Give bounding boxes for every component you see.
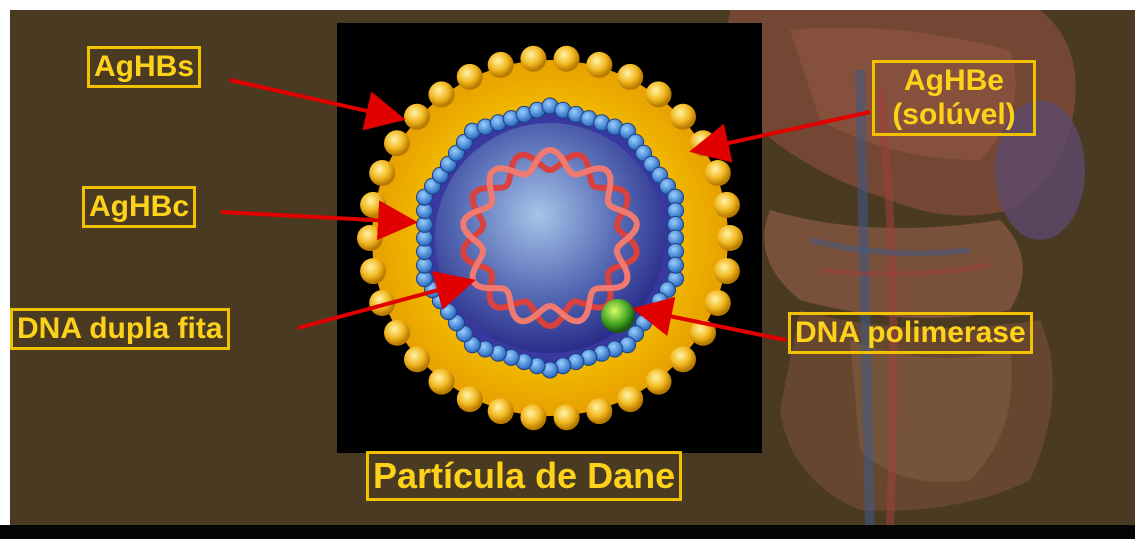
aghbs-sphere (429, 81, 455, 107)
aghbs-sphere (670, 346, 696, 372)
label-aghbe-line2: (solúvel) (879, 98, 1029, 132)
aghbs-sphere (357, 225, 383, 251)
aghbs-sphere (520, 46, 546, 72)
aghbs-sphere (586, 398, 612, 424)
aghbs-sphere (360, 258, 386, 284)
aghbs-sphere (714, 258, 740, 284)
label-aghbs: AgHBs (87, 46, 201, 88)
dane-particle (357, 46, 743, 430)
dane-particle-figure (337, 23, 762, 453)
aghbs-sphere (617, 386, 643, 412)
aghbs-sphere (670, 104, 696, 130)
aghbs-sphere (554, 404, 580, 430)
aghbs-sphere (384, 320, 410, 346)
aghbs-sphere (586, 52, 612, 78)
label-aghbe: AgHBe (solúvel) (872, 60, 1036, 136)
label-aghbe-line1: AgHBe (879, 64, 1029, 98)
aghbs-sphere (714, 192, 740, 218)
aghbs-sphere (717, 225, 743, 251)
aghbs-sphere (360, 192, 386, 218)
aghbs-sphere (617, 64, 643, 90)
aghbs-sphere (690, 130, 716, 156)
aghbs-sphere (429, 369, 455, 395)
title-particula-de-dane: Partícula de Dane (366, 451, 682, 501)
aghbs-sphere (646, 81, 672, 107)
label-dna-polimerase: DNA polimerase (788, 312, 1033, 354)
aghbs-sphere (404, 104, 430, 130)
aghbs-sphere (488, 398, 514, 424)
aghbs-sphere (404, 346, 430, 372)
aghbc-capsomere (668, 257, 684, 273)
aghbs-sphere (457, 64, 483, 90)
label-aghbc: AgHBc (82, 186, 196, 228)
aghbs-sphere (705, 290, 731, 316)
aghbs-sphere (520, 404, 546, 430)
aghbs-sphere (457, 386, 483, 412)
bottom-bar (0, 525, 1135, 539)
aghbs-sphere (369, 160, 395, 186)
aghbs-sphere (369, 290, 395, 316)
aghbs-sphere (554, 46, 580, 72)
label-dna-dupla-fita: DNA dupla fita (10, 308, 230, 350)
aghbs-sphere (705, 160, 731, 186)
aghbs-sphere (488, 52, 514, 78)
dna-polymerase-sphere (601, 299, 635, 333)
aghbs-sphere (690, 320, 716, 346)
aghbs-sphere (384, 130, 410, 156)
aghbs-sphere (646, 369, 672, 395)
